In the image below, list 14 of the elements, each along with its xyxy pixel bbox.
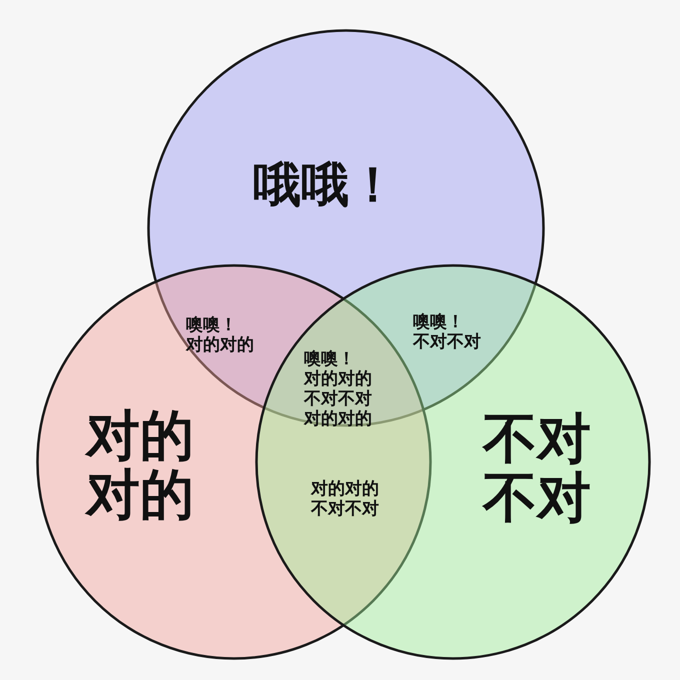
overlap-label: 对的对的 xyxy=(311,480,379,500)
overlap-label: 对的对的 xyxy=(186,336,254,356)
overlap-label: 不对不对 xyxy=(311,500,379,520)
overlap-label: 不对不对 xyxy=(413,333,481,353)
set-label: 哦哦！ xyxy=(252,158,398,212)
set-label: 不对不对 xyxy=(482,408,592,528)
overlap-label: 噢噢！ xyxy=(304,350,355,370)
set-label: 对的对的 xyxy=(85,406,195,524)
overlap-label: 不对不对 xyxy=(304,390,372,410)
overlap-label: 对的对的 xyxy=(304,410,372,430)
overlap-label: 对的对的 xyxy=(304,370,372,390)
overlap-label: 噢噢！ xyxy=(413,313,464,332)
overlap-label: 噢噢！ xyxy=(186,316,237,336)
venn-circle xyxy=(255,264,651,660)
